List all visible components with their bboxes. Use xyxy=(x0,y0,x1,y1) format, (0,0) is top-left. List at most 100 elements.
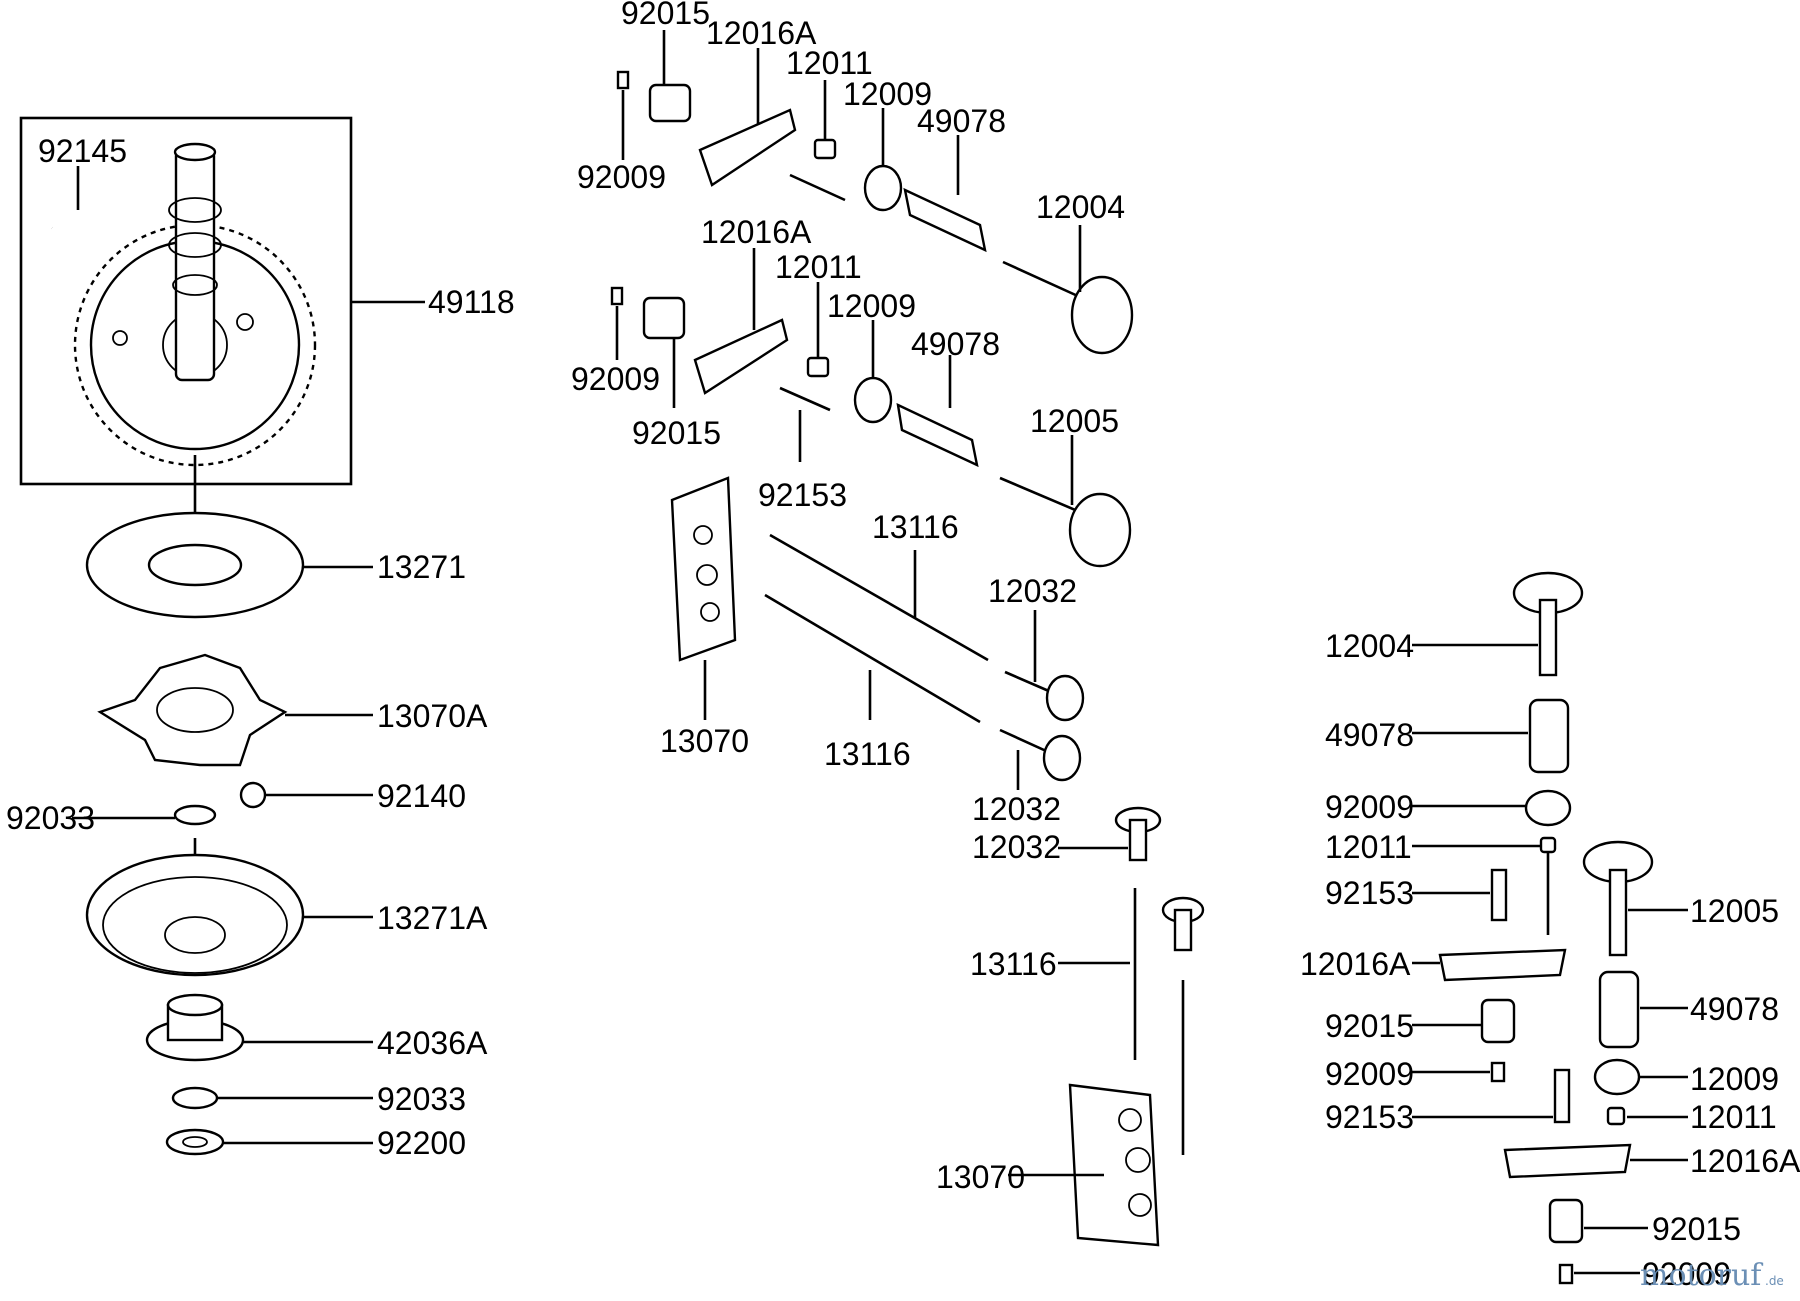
spring-49078 xyxy=(903,187,987,253)
spring-49078 xyxy=(1528,698,1570,774)
washer-hole xyxy=(147,543,243,587)
label-13070-bottom: 13070 xyxy=(936,1159,1025,1195)
label-92153-mid: 92153 xyxy=(758,477,847,513)
right-stack-right: 12005 49078 12009 12011 12016A 92015 920… xyxy=(1503,840,1800,1292)
stud-92153 xyxy=(1553,1068,1571,1124)
governor-cup-13271A xyxy=(85,853,305,977)
holder-hub xyxy=(156,687,234,733)
label-13070A: 13070A xyxy=(377,698,488,734)
nut-12011 xyxy=(813,138,837,160)
label-12016A-right: 12016A xyxy=(1300,946,1411,982)
label-12004-top: 12004 xyxy=(1036,189,1125,225)
washer-92200 xyxy=(165,1128,225,1156)
watermark: motoruf .de xyxy=(1640,1258,1784,1293)
nut-92009 xyxy=(616,70,630,90)
rocker-arm-12016A xyxy=(693,318,789,395)
label-42036A: 42036A xyxy=(377,1025,488,1061)
label-12009-top: 12009 xyxy=(843,76,932,112)
cam-lobe xyxy=(172,274,218,296)
label-12011-mid: 12011 xyxy=(775,249,862,285)
ball-92140 xyxy=(239,781,267,809)
guide-plate-13070 xyxy=(670,476,737,662)
camshaft-assembly: 92145 49118 xyxy=(19,116,515,486)
label-49118: 49118 xyxy=(428,284,515,320)
label-12011-right2: 12011 xyxy=(1690,1099,1777,1135)
right-stack-left: 12004 49078 92009 12011 92153 12016A 920… xyxy=(1300,571,1584,1135)
label-12016A-top: 12016A xyxy=(706,15,817,51)
label-92015-mid: 92015 xyxy=(632,415,721,451)
nut-92009 xyxy=(610,286,624,306)
label-49078-mid: 49078 xyxy=(911,326,1000,362)
label-13070-left: 13070 xyxy=(660,723,749,759)
label-92153-right: 92153 xyxy=(1325,875,1414,911)
label-13271A: 13271A xyxy=(377,900,488,936)
nut-92009 xyxy=(1490,1061,1506,1083)
label-13116-upper: 13116 xyxy=(872,509,959,545)
watermark-suffix: .de xyxy=(1765,1274,1784,1288)
valve-12004 xyxy=(1070,275,1134,355)
label-12011-right: 12011 xyxy=(1325,829,1412,865)
watermark-text: motoruf xyxy=(1640,1258,1763,1293)
label-92153-right2: 92153 xyxy=(1325,1099,1414,1135)
label-12009-right: 12009 xyxy=(1690,1061,1779,1097)
label-92033-left: 92033 xyxy=(6,800,95,836)
plate-hole xyxy=(1128,1193,1152,1217)
tappet-body xyxy=(1173,908,1193,952)
label-92009-top: 92009 xyxy=(577,159,666,195)
tappet-12032 xyxy=(1045,674,1085,722)
spring-pin-92145 xyxy=(51,226,111,260)
tappet-body xyxy=(1128,818,1148,862)
label-92009-right2: 92009 xyxy=(1325,1056,1414,1092)
plate-hole xyxy=(700,602,720,622)
gear-sleeve-top xyxy=(166,993,224,1017)
circlip-92033-lower xyxy=(171,1086,219,1110)
rocker-arm-12016A xyxy=(698,108,797,187)
retainer-12009 xyxy=(863,164,903,212)
weight-holder-13070A xyxy=(97,653,288,767)
rocker-arm-12016A xyxy=(1438,948,1567,982)
label-12016A-mid: 12016A xyxy=(701,214,812,250)
label-92009-right: 92009 xyxy=(1325,789,1414,825)
nut-12011 xyxy=(1539,836,1557,854)
rocker-arm-12016A xyxy=(1503,1143,1632,1179)
rocker-row-mid: 92009 92015 12016A 12011 92153 12009 490… xyxy=(571,214,1132,568)
label-12009-mid: 12009 xyxy=(827,288,916,324)
tappet-12032 xyxy=(1042,734,1082,782)
cam-lobe xyxy=(168,232,222,258)
label-12004-right: 12004 xyxy=(1325,628,1414,664)
label-12011-top: 12011 xyxy=(786,45,873,81)
stud-92153 xyxy=(779,386,831,412)
label-92015-right: 92015 xyxy=(1325,1008,1414,1044)
label-13116-lower: 13116 xyxy=(824,736,911,772)
label-12005-right: 12005 xyxy=(1690,893,1779,929)
circlip-92033 xyxy=(173,804,217,826)
label-92145: 92145 xyxy=(38,133,127,169)
label-12032-lower: 12032 xyxy=(972,791,1061,827)
camshaft xyxy=(174,148,216,382)
plate-hole xyxy=(696,564,718,586)
nut-12011 xyxy=(806,356,830,378)
cam-lobe xyxy=(168,197,222,223)
label-12005-mid: 12005 xyxy=(1030,403,1119,439)
label-12032-lowest: 12032 xyxy=(972,829,1061,865)
label-92015-top: 92015 xyxy=(621,0,710,31)
valve-stem xyxy=(999,476,1081,514)
plate-hole xyxy=(693,525,713,545)
rocker-row-top: 92009 92015 12016A 12011 12009 49078 120… xyxy=(577,0,1134,355)
nut-12011 xyxy=(1606,1106,1626,1126)
label-92200: 92200 xyxy=(377,1125,466,1161)
retainer xyxy=(1524,789,1572,827)
guide-plate-13070 xyxy=(1068,1083,1160,1247)
pushrod-area: 13070 13116 13116 12032 12032 12032 1311… xyxy=(660,476,1205,1247)
label-12016A-right2: 12016A xyxy=(1690,1143,1800,1179)
label-92015-right2: 92015 xyxy=(1652,1211,1741,1247)
label-92009-right3: 92009 xyxy=(1642,1256,1731,1292)
plate-hole xyxy=(1125,1147,1151,1173)
washer-hole xyxy=(182,1136,208,1148)
label-92009-mid: 92009 xyxy=(571,361,660,397)
stud-92153 xyxy=(1490,868,1508,922)
push-rod-13116 xyxy=(769,533,989,662)
nut-92009 xyxy=(1558,1263,1574,1285)
label-12032-upper: 12032 xyxy=(988,573,1077,609)
label-92140: 92140 xyxy=(377,778,466,814)
